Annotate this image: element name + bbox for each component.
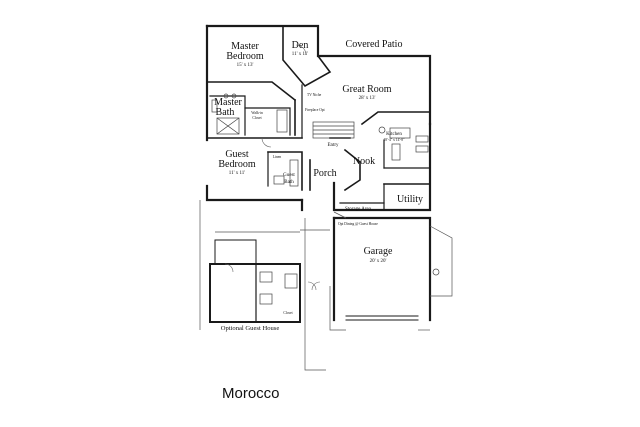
- room-labels: Master Bedroom 15' x 13' Den 11' x 11' C…: [214, 39, 423, 332]
- utility-label: Utility: [397, 194, 423, 205]
- guest-bath-label-2: Bath: [284, 180, 294, 185]
- garage-size: 20' x 20': [370, 259, 387, 264]
- great-room-label: Great Room: [342, 84, 391, 95]
- den-label: Den: [292, 40, 309, 51]
- plan-name: Morocco: [222, 385, 280, 402]
- great-room-size: 28' x 13': [359, 96, 376, 101]
- entry-label: Entry: [327, 143, 339, 148]
- tv-niche-label: TV Niche: [307, 93, 322, 97]
- master-bath-label-1: Master: [214, 97, 242, 108]
- guest-bedroom-size: 11' x 11': [229, 171, 246, 176]
- guest-house-note-label: Opt Dining @ Guest House: [338, 222, 378, 226]
- storage-area-label: Storage Area: [345, 207, 372, 212]
- optional-guest-house-label: Optional Guest House: [221, 325, 280, 332]
- guest-bath-label-1: Guest: [283, 173, 295, 178]
- master-bedroom-label-1: Master: [231, 41, 259, 52]
- walk-in-closet-label-1: Walk-in: [251, 111, 263, 115]
- closet-label: Closet: [283, 311, 292, 315]
- master-bath-label-2: Bath: [216, 107, 235, 118]
- linen-label: Linen: [273, 155, 282, 159]
- door-swings: [224, 44, 321, 291]
- kitchen-label: Kitchen: [386, 132, 402, 137]
- master-bedroom-size: 15' x 13': [237, 63, 254, 68]
- porch-label: Porch: [313, 168, 336, 179]
- garage-label: Garage: [364, 246, 393, 257]
- guest-bedroom-label-2: Bedroom: [218, 159, 255, 170]
- kitchen-size: 18'-4" x 14'-8": [384, 138, 406, 142]
- nook-label: Nook: [353, 156, 375, 167]
- covered-patio-label: Covered Patio: [346, 39, 403, 50]
- master-bedroom-label-2: Bedroom: [226, 51, 263, 62]
- fixtures: [211, 93, 440, 305]
- walk-in-closet-label-2: Closet: [252, 116, 261, 120]
- site-lines: [199, 200, 453, 371]
- walls: [205, 24, 432, 323]
- fireplace-opt-label: Fireplace Opt: [305, 108, 325, 112]
- den-size: 11' x 11': [292, 52, 309, 57]
- guest-bedroom-label-1: Guest: [225, 149, 249, 160]
